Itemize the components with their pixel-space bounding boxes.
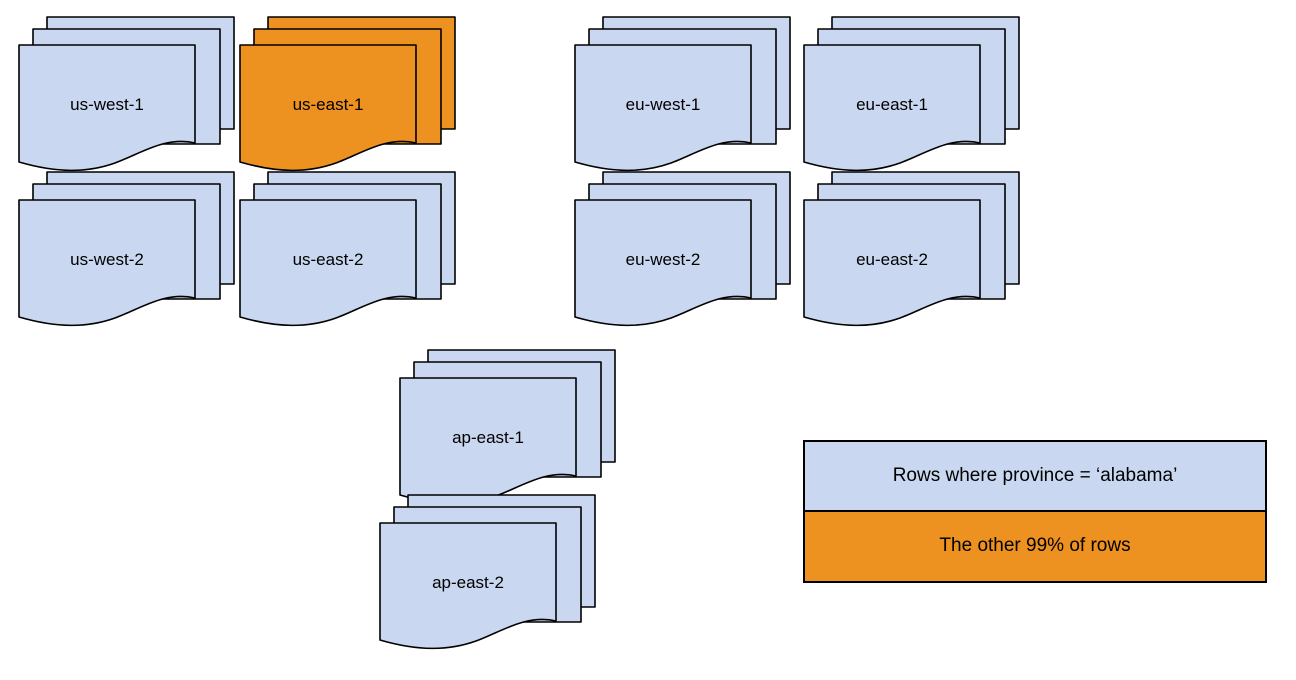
document-sheet-front	[803, 44, 981, 172]
document-stack-eu-east-1[interactable]: eu-east-1	[803, 16, 1020, 179]
legend-label-orange: The other 99% of rows	[939, 535, 1131, 557]
document-stack-eu-east-2[interactable]: eu-east-2	[803, 171, 1020, 334]
document-stack-us-east-1[interactable]: us-east-1	[239, 16, 456, 179]
document-sheet-front	[574, 44, 752, 172]
document-stack-us-west-2[interactable]: us-west-2	[18, 171, 235, 334]
document-stack-ap-east-2[interactable]: ap-east-2	[379, 494, 596, 657]
document-stack-ap-east-1[interactable]: ap-east-1	[399, 349, 616, 512]
document-sheet-front	[239, 199, 417, 327]
document-stack-eu-west-1[interactable]: eu-west-1	[574, 16, 791, 179]
legend-row-blue: Rows where province = ‘alabama’	[805, 442, 1265, 512]
document-sheet-front	[803, 199, 981, 327]
document-sheet-front	[574, 199, 752, 327]
legend-row-orange: The other 99% of rows	[805, 511, 1265, 581]
document-sheet-front	[399, 377, 577, 505]
legend: Rows where province = ‘alabama’ The othe…	[803, 440, 1267, 583]
document-sheet-front	[379, 522, 557, 650]
document-sheet-front	[239, 44, 417, 172]
document-stack-us-west-1[interactable]: us-west-1	[18, 16, 235, 179]
document-sheet-front	[18, 44, 196, 172]
legend-label-blue: Rows where province = ‘alabama’	[892, 464, 1178, 486]
document-sheet-front	[18, 199, 196, 327]
document-stack-us-east-2[interactable]: us-east-2	[239, 171, 456, 334]
document-stack-eu-west-2[interactable]: eu-west-2	[574, 171, 791, 334]
